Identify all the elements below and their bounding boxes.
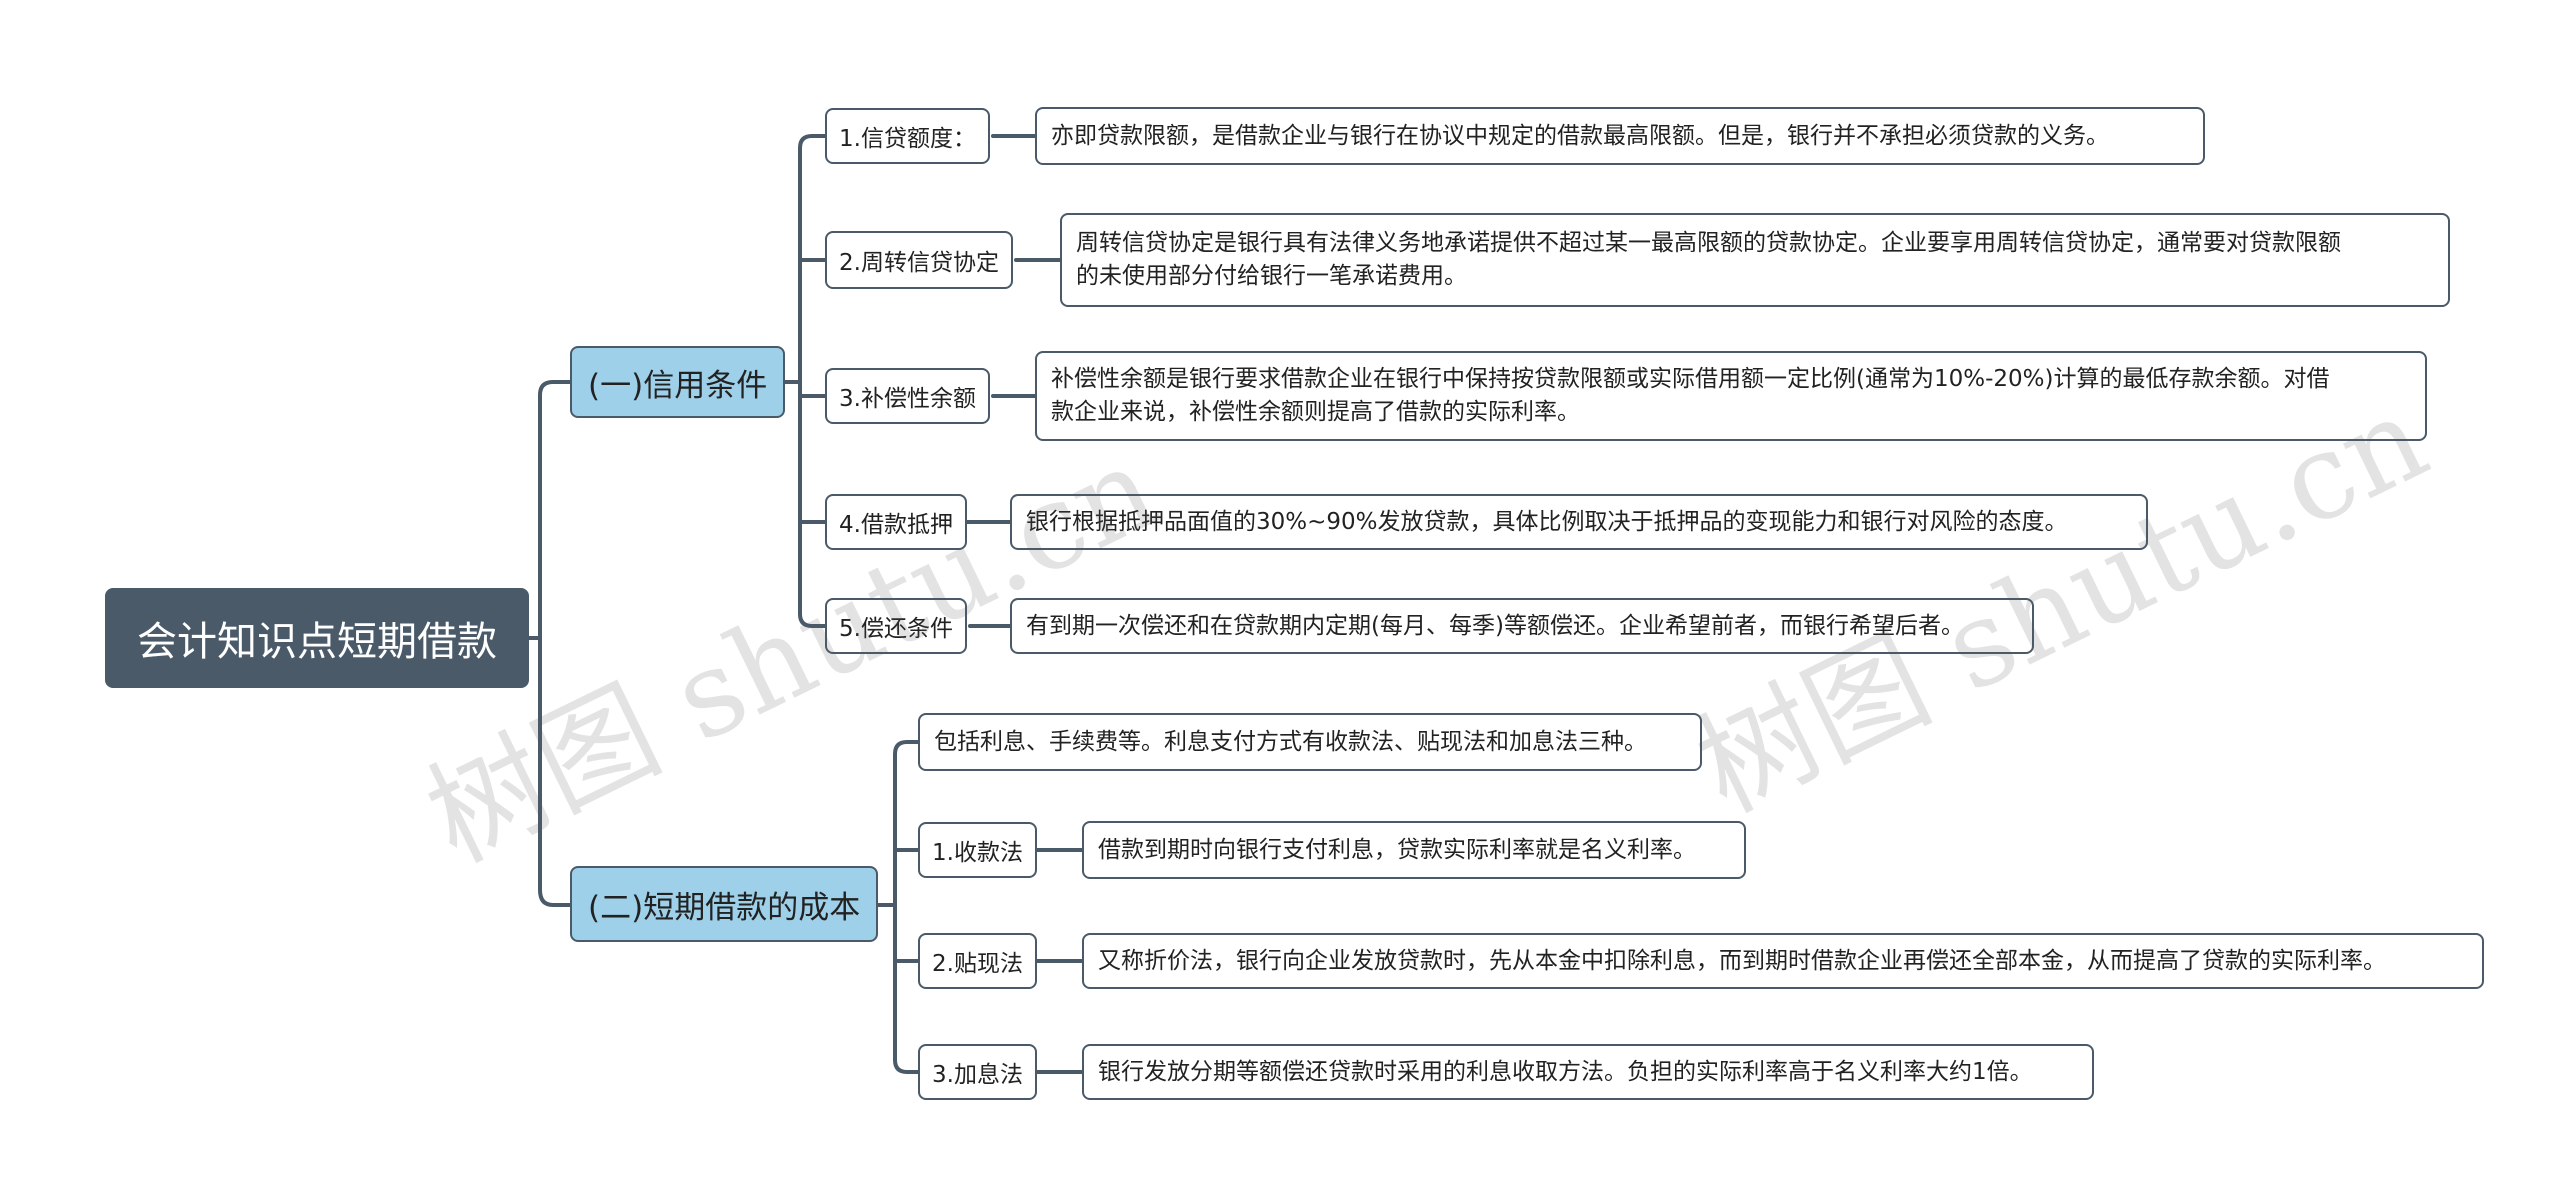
detail-text-line: 的未使用部分付给银行一笔承诺费用。 [1076, 263, 1467, 289]
root-topic[interactable]: 会计知识点短期借款 [105, 588, 529, 688]
topic-add-on-method[interactable]: 3.加息法 [918, 1044, 1037, 1100]
topic-compensating-balance[interactable]: 3.补偿性余额 [825, 368, 990, 424]
detail-credit-line[interactable]: 亦即贷款限额，是借款企业与银行在协议中规定的借款最高限额。但是，银行并不承担必须… [1035, 107, 2205, 165]
connector-branch-2 [874, 740, 920, 1074]
topic-loan-collateral[interactable]: 4.借款抵押 [825, 494, 967, 550]
topic-repayment-terms[interactable]: 5.偿还条件 [825, 598, 967, 654]
detail-discount-method[interactable]: 又称折价法，银行向企业发放贷款时，先从本金中扣除利息，而到期时借款企业再偿还全部… [1082, 933, 2484, 989]
connector-branch-2-leaves [1031, 848, 1084, 1074]
detail-text-line: 又称折价法，银行向企业发放贷款时，先从本金中扣除利息，而到期时借款企业再偿还全部… [1098, 947, 2386, 974]
branch-borrowing-cost[interactable]: (二)短期借款的成本 [570, 866, 879, 942]
detail-text-line: 周转信贷协定是银行具有法律义务地承诺提供不超过某一最高限额的贷款协定。企业要享用… [1076, 230, 2341, 256]
detail-revolving-credit[interactable]: 周转信贷协定是银行具有法律义务地承诺提供不超过某一最高限额的贷款协定。企业要享用… [1060, 213, 2450, 307]
branch-credit-terms[interactable]: (一)信用条件 [570, 346, 786, 418]
detail-compensating-balance[interactable]: 补偿性余额是银行要求借款企业在银行中保持按贷款限额或实际借用额一定比例(通常为1… [1035, 351, 2427, 441]
intro-borrowing-cost[interactable]: 包括利息、手续费等。利息支付方式有收款法、贴现法和加息法三种。 [918, 713, 1702, 771]
connector-root [527, 380, 572, 907]
detail-text-line: 银行根据抵押品面值的30%~90%发放贷款，具体比例取决于抵押品的变现能力和银行… [1026, 508, 2068, 535]
connector-branch-1-leaves [963, 134, 1062, 628]
detail-text-line: 补偿性余额是银行要求借款企业在银行中保持按贷款限额或实际借用额一定比例(通常为1… [1051, 366, 2330, 392]
topic-collection-method[interactable]: 1.收款法 [918, 822, 1037, 878]
detail-text-line: 包括利息、手续费等。利息支付方式有收款法、贴现法和加息法三种。 [934, 728, 1647, 755]
detail-text-line: 亦即贷款限额，是借款企业与银行在协议中规定的借款最高限额。但是，银行并不承担必须… [1051, 122, 2109, 149]
detail-repayment-terms[interactable]: 有到期一次偿还和在贷款期内定期(每月、每季)等额偿还。企业希望前者，而银行希望后… [1010, 598, 2034, 654]
detail-text-line: 银行发放分期等额偿还贷款时采用的利息收取方法。负担的实际利率高于名义利率大约1倍… [1098, 1058, 2033, 1085]
detail-text-line: 借款到期时向银行支付利息，贷款实际利率就是名义利率。 [1098, 836, 1696, 863]
topic-credit-line[interactable]: 1.信贷额度： [825, 108, 990, 164]
detail-collection-method[interactable]: 借款到期时向银行支付利息，贷款实际利率就是名义利率。 [1082, 821, 1746, 879]
detail-text-line: 款企业来说，补偿性余额则提高了借款的实际利率。 [1051, 399, 1580, 425]
detail-text-line: 有到期一次偿还和在贷款期内定期(每月、每季)等额偿还。企业希望前者，而银行希望后… [1026, 612, 1964, 639]
topic-discount-method[interactable]: 2.贴现法 [918, 933, 1037, 989]
topic-revolving-credit[interactable]: 2.周转信贷协定 [825, 231, 1013, 289]
detail-add-on-method[interactable]: 银行发放分期等额偿还贷款时采用的利息收取方法。负担的实际利率高于名义利率大约1倍… [1082, 1044, 2094, 1100]
detail-loan-collateral[interactable]: 银行根据抵押品面值的30%~90%发放贷款，具体比例取决于抵押品的变现能力和银行… [1010, 494, 2148, 550]
connector-branch-1 [779, 134, 827, 628]
